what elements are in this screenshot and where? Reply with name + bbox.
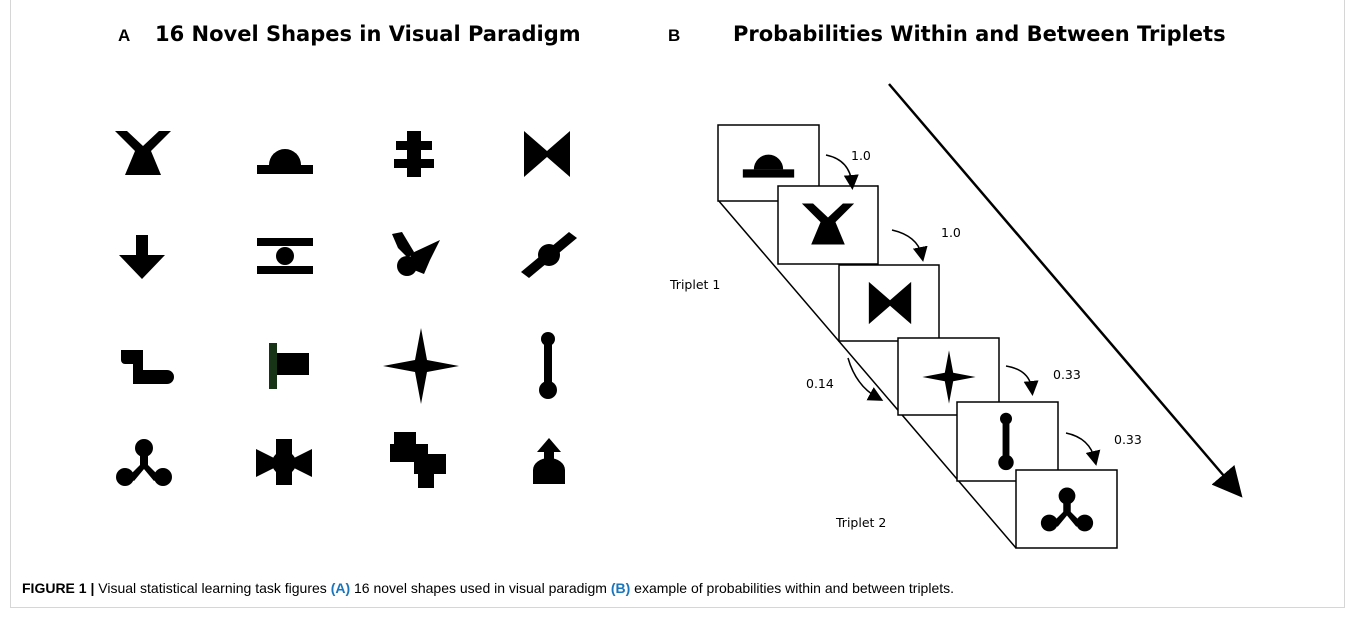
triplet-1-label: Triplet 1 bbox=[670, 277, 721, 292]
triplet-2-label: Triplet 2 bbox=[836, 515, 887, 530]
caption-tag-a: (A) bbox=[330, 580, 351, 596]
card-2 bbox=[777, 185, 879, 265]
caption-text-1: Visual statistical learning task figures bbox=[94, 580, 331, 596]
card-6 bbox=[1015, 469, 1118, 549]
probability-label-5: 0.33 bbox=[1114, 432, 1142, 447]
arrow-card4-card5 bbox=[1005, 365, 1039, 396]
panel-b-letter: B bbox=[668, 26, 681, 45]
caption-text-2: 16 novel shapes used in visual paradigm bbox=[350, 580, 611, 596]
panel-b-title: Probabilities Within and Between Triplet… bbox=[733, 22, 1226, 46]
panel-a-letter: A bbox=[118, 26, 131, 45]
arrow-card1-card2 bbox=[825, 154, 859, 190]
figure-caption: FIGURE 1 | Visual statistical learning t… bbox=[22, 580, 1322, 596]
probability-label-1: 1.0 bbox=[851, 148, 871, 163]
probability-label-4: 0.33 bbox=[1053, 367, 1081, 382]
sequence-direction-arrow bbox=[888, 83, 1243, 498]
caption-text-3: example of probabilities within and betw… bbox=[630, 580, 955, 596]
arrow-card5-card6 bbox=[1065, 432, 1101, 466]
panel-a-title: 16 Novel Shapes in Visual Paradigm bbox=[155, 22, 581, 46]
card-5 bbox=[956, 401, 1059, 482]
figure-frame bbox=[10, 0, 1345, 608]
card-3 bbox=[838, 264, 940, 342]
arrow-card3-card4 bbox=[847, 357, 884, 401]
cascade-left-edge bbox=[717, 199, 1017, 549]
probability-label-3: 0.14 bbox=[806, 376, 834, 391]
arrow-card2-card3 bbox=[891, 229, 928, 262]
caption-tag-b: (B) bbox=[610, 580, 631, 596]
caption-figure-number: FIGURE 1 | bbox=[22, 580, 95, 596]
probability-label-2: 1.0 bbox=[941, 225, 961, 240]
